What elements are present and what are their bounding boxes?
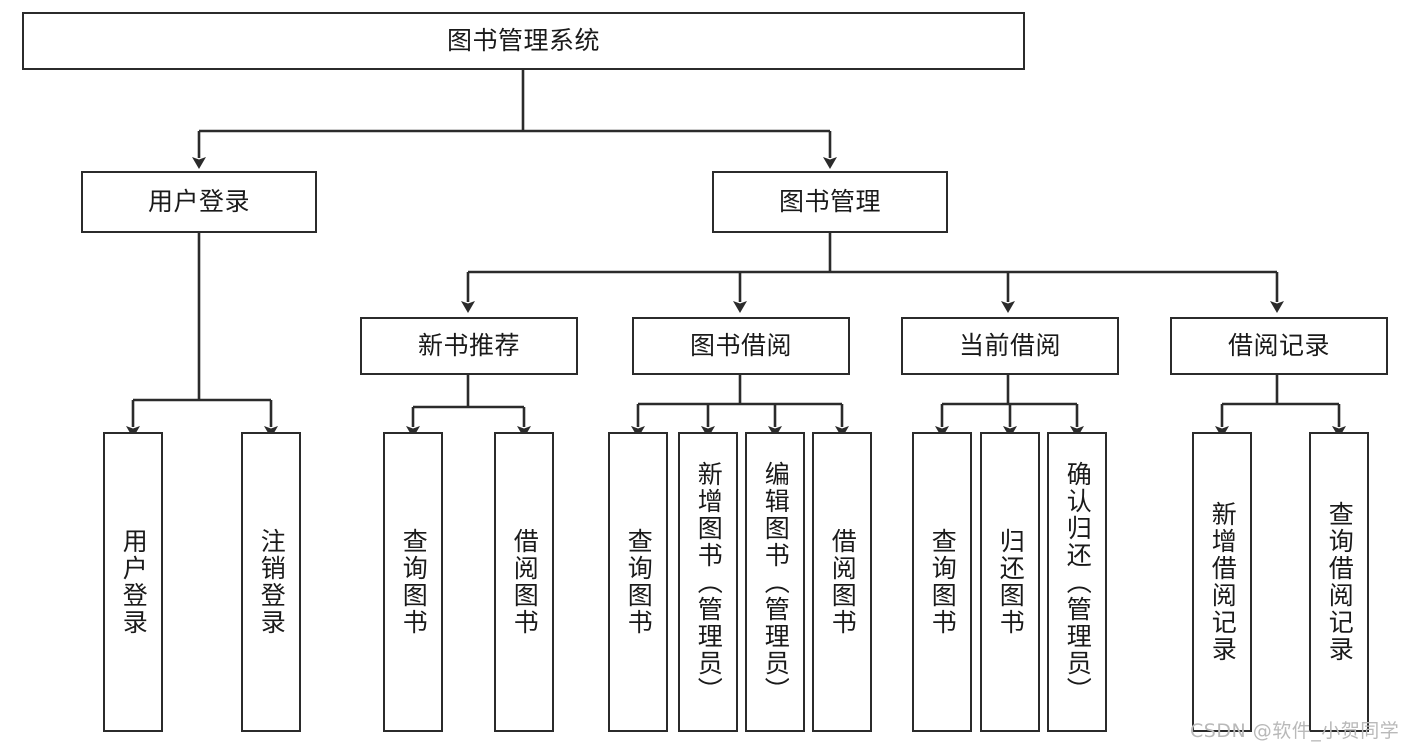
node-user-login[interactable]: 用户登录 xyxy=(81,171,317,233)
leaf-borrow-record-query-record[interactable]: 查询借阅记录 xyxy=(1309,432,1369,732)
node-label: 图书管理 xyxy=(778,187,881,216)
node-label: 借阅图书 xyxy=(510,528,540,636)
node-label: 借阅记录 xyxy=(1227,331,1330,360)
node-label: 新增借阅记录 xyxy=(1208,501,1238,663)
leaf-book-borrow-add-book-admin[interactable]: 新增图书（管理员） xyxy=(678,432,738,732)
node-borrow-record[interactable]: 借阅记录 xyxy=(1170,317,1388,375)
node-label: 新增图书（管理员） xyxy=(694,460,724,704)
leaf-user-login-login[interactable]: 用户登录 xyxy=(103,432,163,732)
node-label: 借阅图书 xyxy=(828,528,858,636)
leaf-book-borrow-query-book[interactable]: 查询图书 xyxy=(608,432,668,732)
leaf-current-borrow-query-book[interactable]: 查询图书 xyxy=(912,432,972,732)
node-label: 图书借阅 xyxy=(689,331,792,360)
node-label: 注销登录 xyxy=(257,528,287,636)
node-label: 当前借阅 xyxy=(958,331,1061,360)
leaf-current-borrow-confirm-return-admin[interactable]: 确认归还（管理员） xyxy=(1047,432,1107,732)
node-current-borrow[interactable]: 当前借阅 xyxy=(901,317,1119,375)
leaf-user-login-logout[interactable]: 注销登录 xyxy=(241,432,301,732)
leaf-current-borrow-return-book[interactable]: 归还图书 xyxy=(980,432,1040,732)
node-label: 归还图书 xyxy=(996,528,1026,636)
node-label: 查询图书 xyxy=(928,528,958,636)
leaf-book-borrow-edit-book-admin[interactable]: 编辑图书（管理员） xyxy=(745,432,805,732)
node-label: 编辑图书（管理员） xyxy=(761,460,791,704)
node-label: 图书管理系统 xyxy=(446,26,600,55)
node-label: 查询借阅记录 xyxy=(1325,501,1355,663)
node-label: 用户登录 xyxy=(119,528,149,636)
node-new-book-recommend[interactable]: 新书推荐 xyxy=(360,317,578,375)
node-label: 查询图书 xyxy=(399,528,429,636)
node-root-book-management-system[interactable]: 图书管理系统 xyxy=(22,12,1025,70)
watermark-text: CSDN @软件_小贺同学 xyxy=(1190,720,1400,742)
leaf-new-book-query-book[interactable]: 查询图书 xyxy=(383,432,443,732)
node-label: 查询图书 xyxy=(624,528,654,636)
leaf-new-book-borrow-book[interactable]: 借阅图书 xyxy=(494,432,554,732)
node-book-borrow[interactable]: 图书借阅 xyxy=(632,317,850,375)
leaf-borrow-record-add-record[interactable]: 新增借阅记录 xyxy=(1192,432,1252,732)
leaf-book-borrow-borrow-book[interactable]: 借阅图书 xyxy=(812,432,872,732)
node-book-management[interactable]: 图书管理 xyxy=(712,171,948,233)
node-label: 用户登录 xyxy=(147,187,250,216)
node-label: 确认归还（管理员） xyxy=(1063,460,1093,704)
node-label: 新书推荐 xyxy=(417,331,520,360)
